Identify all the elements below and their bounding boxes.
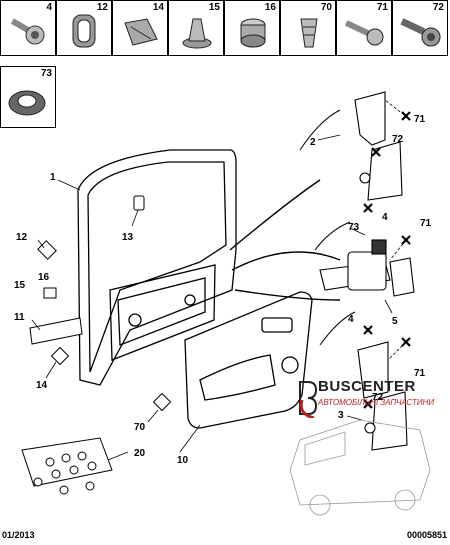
part-ref-70: 70 — [320, 2, 332, 13]
part-cell-15[interactable]: 15 — [168, 0, 224, 56]
brand-logo-block: BUSCENTER АВТОМОБІЛЬНІ ЗАПЧАСТИНИ — [296, 378, 446, 418]
leader-curves — [229, 179, 341, 301]
screw-icon — [344, 20, 384, 46]
callout-70: 70 — [134, 422, 146, 433]
plug-icon — [240, 18, 266, 48]
callout-72-lower: 72 — [372, 392, 384, 403]
part-ref-71: 71 — [376, 2, 388, 13]
callout-4-lower: 4 — [348, 314, 354, 325]
part-cell-14[interactable]: 14 — [112, 0, 168, 56]
fastener-icon — [300, 18, 318, 48]
callout-12: 12 — [16, 232, 28, 243]
callout-5: 5 — [392, 316, 398, 327]
callout-72-upper: 72 — [392, 134, 404, 145]
callout-73: 73 — [348, 222, 360, 233]
label-leaders — [31, 134, 393, 461]
brand-tagline: АВТОМОБІЛЬНІ ЗАПЧАСТИНИ — [318, 398, 435, 407]
clip-nut-icon — [124, 18, 158, 46]
callout-71-upper: 71 — [414, 114, 426, 125]
van-silhouette-icon — [289, 419, 431, 516]
callout-13: 13 — [122, 232, 134, 243]
bolt-washer-icon — [10, 18, 45, 45]
part-cell-4[interactable]: 4 — [0, 0, 56, 56]
part-cell-71[interactable]: 71 — [336, 0, 392, 56]
footer-date: 01/2013 — [2, 530, 35, 540]
part-ref-15: 15 — [208, 2, 220, 13]
part-cell-12[interactable]: 12 — [56, 0, 112, 56]
parts-kit[interactable] — [21, 437, 113, 495]
detail-arcs — [299, 109, 356, 346]
callout-16: 16 — [38, 272, 50, 283]
callout-71-lower: 71 — [414, 368, 426, 379]
push-clip-icon — [182, 18, 212, 49]
reference-lines — [384, 99, 409, 361]
callout-15: 15 — [14, 280, 26, 291]
callout-20: 20 — [134, 448, 146, 459]
door-frame[interactable] — [77, 149, 237, 386]
part-ref-14: 14 — [152, 2, 164, 13]
buscenter-logo-icon — [299, 381, 318, 418]
callout-71-middle: 71 — [420, 218, 432, 229]
door-check-strap[interactable] — [319, 239, 415, 297]
part-cell-72[interactable]: 72 — [392, 0, 448, 56]
part-ref-72: 72 — [432, 2, 444, 13]
footer-code: 00005851 — [406, 530, 447, 540]
brand-name: BUSCENTER — [318, 378, 416, 395]
door-trim-panel[interactable] — [184, 291, 313, 429]
upper-hinge[interactable] — [354, 91, 403, 201]
part-cell-16[interactable]: 16 — [224, 0, 280, 56]
part-ref-73: 73 — [40, 68, 52, 79]
part-ref-12: 12 — [96, 2, 108, 13]
callout-14: 14 — [36, 380, 48, 391]
part-ref-16: 16 — [264, 2, 276, 13]
part-ref-4: 4 — [46, 2, 52, 13]
door-small-parts[interactable] — [29, 195, 172, 412]
callout-2: 2 — [310, 137, 316, 148]
grommet-icon — [72, 14, 96, 48]
lower-hinge[interactable] — [357, 341, 408, 451]
callout-4-upper: 4 — [382, 212, 388, 223]
part-cell-73[interactable]: 73 — [0, 66, 56, 128]
callout-11: 11 — [14, 312, 25, 323]
flange-bolt-icon — [400, 18, 441, 47]
part-cell-70[interactable]: 70 — [280, 0, 336, 56]
seal-ring-icon — [8, 90, 46, 116]
callout-3: 3 — [338, 410, 344, 421]
parts-legend-row: 4 12 14 15 — [0, 0, 450, 56]
callout-10: 10 — [177, 455, 189, 466]
callout-1: 1 — [50, 172, 56, 183]
